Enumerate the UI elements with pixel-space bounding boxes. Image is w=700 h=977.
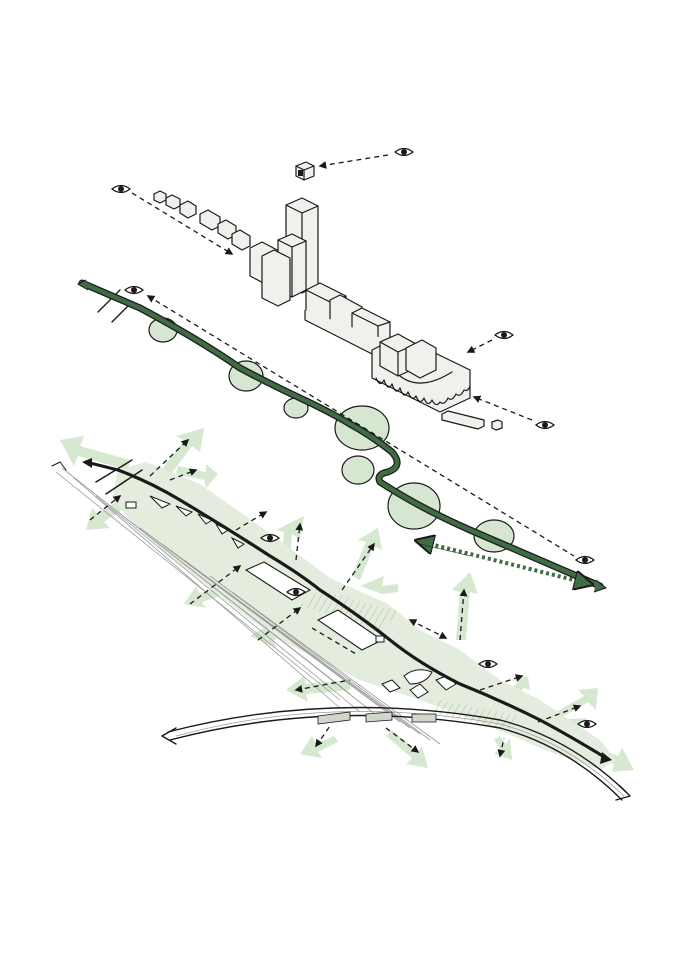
low-bar-building (441, 410, 503, 431)
view-arrow-corridor (146, 295, 575, 557)
landmark-cube (295, 161, 315, 181)
view-arrow-landmark (318, 154, 389, 169)
eye-icon (535, 420, 555, 430)
bridge-icon (95, 459, 143, 495)
rail-tracks (51, 461, 441, 745)
eye-icon (577, 719, 597, 729)
eye-icon (394, 147, 414, 157)
eye-icon (494, 330, 514, 340)
arrow-icon (76, 279, 89, 291)
view-arrow-bar (472, 395, 533, 421)
eye-icon (111, 184, 131, 194)
building-massing-layer (111, 147, 555, 431)
movement-arrows (89, 438, 582, 758)
eye-icon (286, 587, 306, 597)
courtyard-building (371, 333, 471, 413)
green-corridor-layer (76, 279, 608, 593)
eye-icon (478, 659, 498, 669)
main-route (84, 460, 608, 760)
small-houses-row (153, 190, 251, 251)
viaduct (161, 706, 631, 801)
arrow-icon (593, 579, 608, 593)
view-arrow-houses (131, 192, 234, 255)
midrise-blocks (304, 282, 393, 359)
ground-plan-layer (51, 428, 634, 801)
eye-icon (575, 555, 595, 565)
tree-icon (341, 455, 375, 485)
eye-icon (260, 533, 280, 543)
eye-icon (124, 285, 144, 295)
view-arrow-courtyard (466, 339, 493, 353)
